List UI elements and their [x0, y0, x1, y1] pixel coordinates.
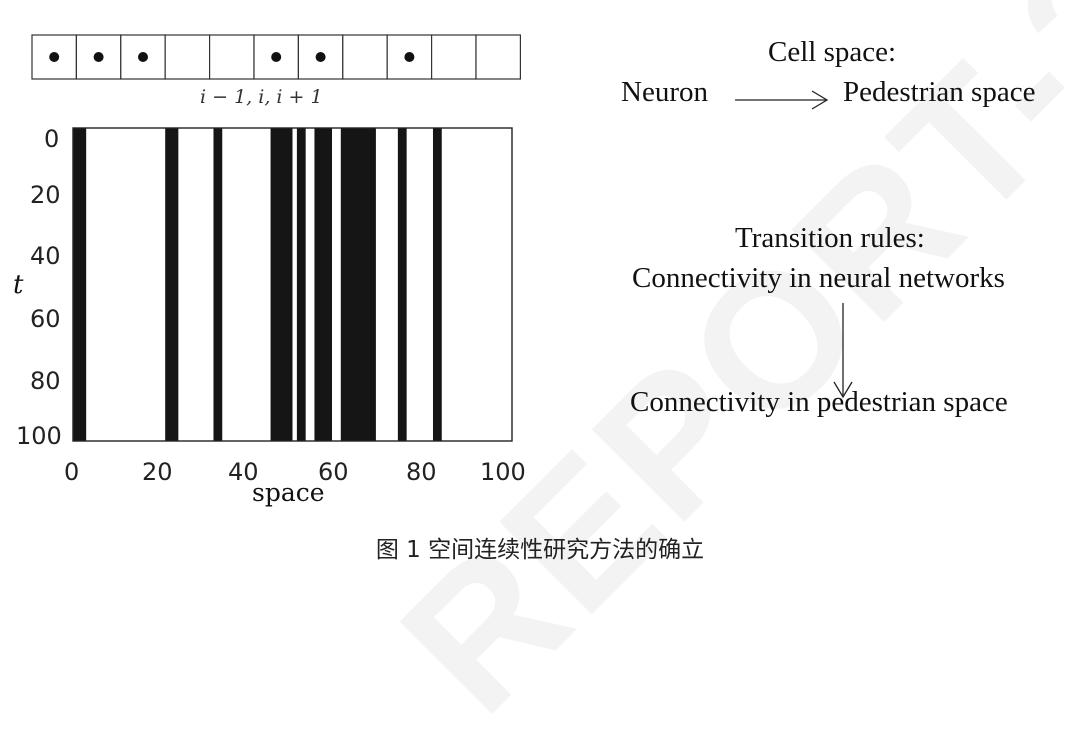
neuron-to-pedestrian-arrowhead — [811, 90, 829, 110]
y-tick-80: 80 — [30, 367, 61, 395]
connectivity-down-arrowhead — [833, 381, 853, 399]
diagram-canvas — [31, 34, 853, 442]
cell — [209, 34, 255, 80]
neuron-label: Neuron — [621, 76, 708, 108]
cell — [297, 34, 344, 80]
neural-connectivity-label: Connectivity in neural networks — [632, 262, 1005, 294]
particle-dot — [271, 52, 282, 62]
cell — [475, 34, 522, 80]
x-tick-60: 60 — [318, 458, 349, 486]
y-tick-100: 100 — [16, 422, 62, 450]
x-tick-0: 0 — [64, 458, 80, 486]
cell-row — [31, 34, 522, 80]
cell-space-label: Cell space: — [768, 36, 897, 68]
occupied-column — [314, 128, 333, 441]
particle-dot — [404, 52, 415, 62]
y-tick-40: 40 — [30, 242, 61, 270]
particle-dot — [93, 52, 104, 62]
x-tick-100: 100 — [480, 458, 526, 486]
pedestrian-connectivity-label: Connectivity in pedestrian space — [630, 386, 1008, 418]
arrows — [735, 90, 853, 399]
transition-rules-label: Transition rules: — [735, 222, 925, 254]
pedestrian-space-label: Pedestrian space — [843, 76, 1036, 108]
y-tick-20: 20 — [30, 181, 61, 209]
occupied-column — [340, 128, 376, 441]
cell-index-label: i − 1, i, i + 1 — [200, 86, 323, 108]
plot-frame — [72, 127, 513, 442]
occupied-column — [213, 128, 223, 441]
particle-dot — [49, 52, 60, 62]
y-axis-label: t — [13, 270, 24, 300]
cell — [431, 34, 477, 80]
x-tick-20: 20 — [142, 458, 173, 486]
particle-dot — [138, 52, 148, 62]
occupied-column — [397, 128, 407, 441]
occupied-column — [165, 128, 179, 441]
x-axis-label: space — [252, 478, 325, 507]
occupied-column — [73, 128, 87, 441]
cell — [75, 34, 122, 80]
figure-caption: 图 1 空间连续性研究方法的确立 — [375, 537, 705, 563]
y-tick-60: 60 — [30, 305, 61, 333]
cell — [342, 34, 388, 80]
occupied-column — [432, 128, 442, 441]
y-tick-0: 0 — [44, 125, 60, 153]
x-tick-40: 40 — [228, 458, 259, 486]
occupied-column — [270, 128, 293, 441]
particle-dot — [315, 52, 326, 62]
occupied-column — [296, 128, 306, 441]
cell — [164, 34, 211, 80]
x-tick-80: 80 — [406, 458, 437, 486]
spacetime-plot — [72, 127, 513, 442]
